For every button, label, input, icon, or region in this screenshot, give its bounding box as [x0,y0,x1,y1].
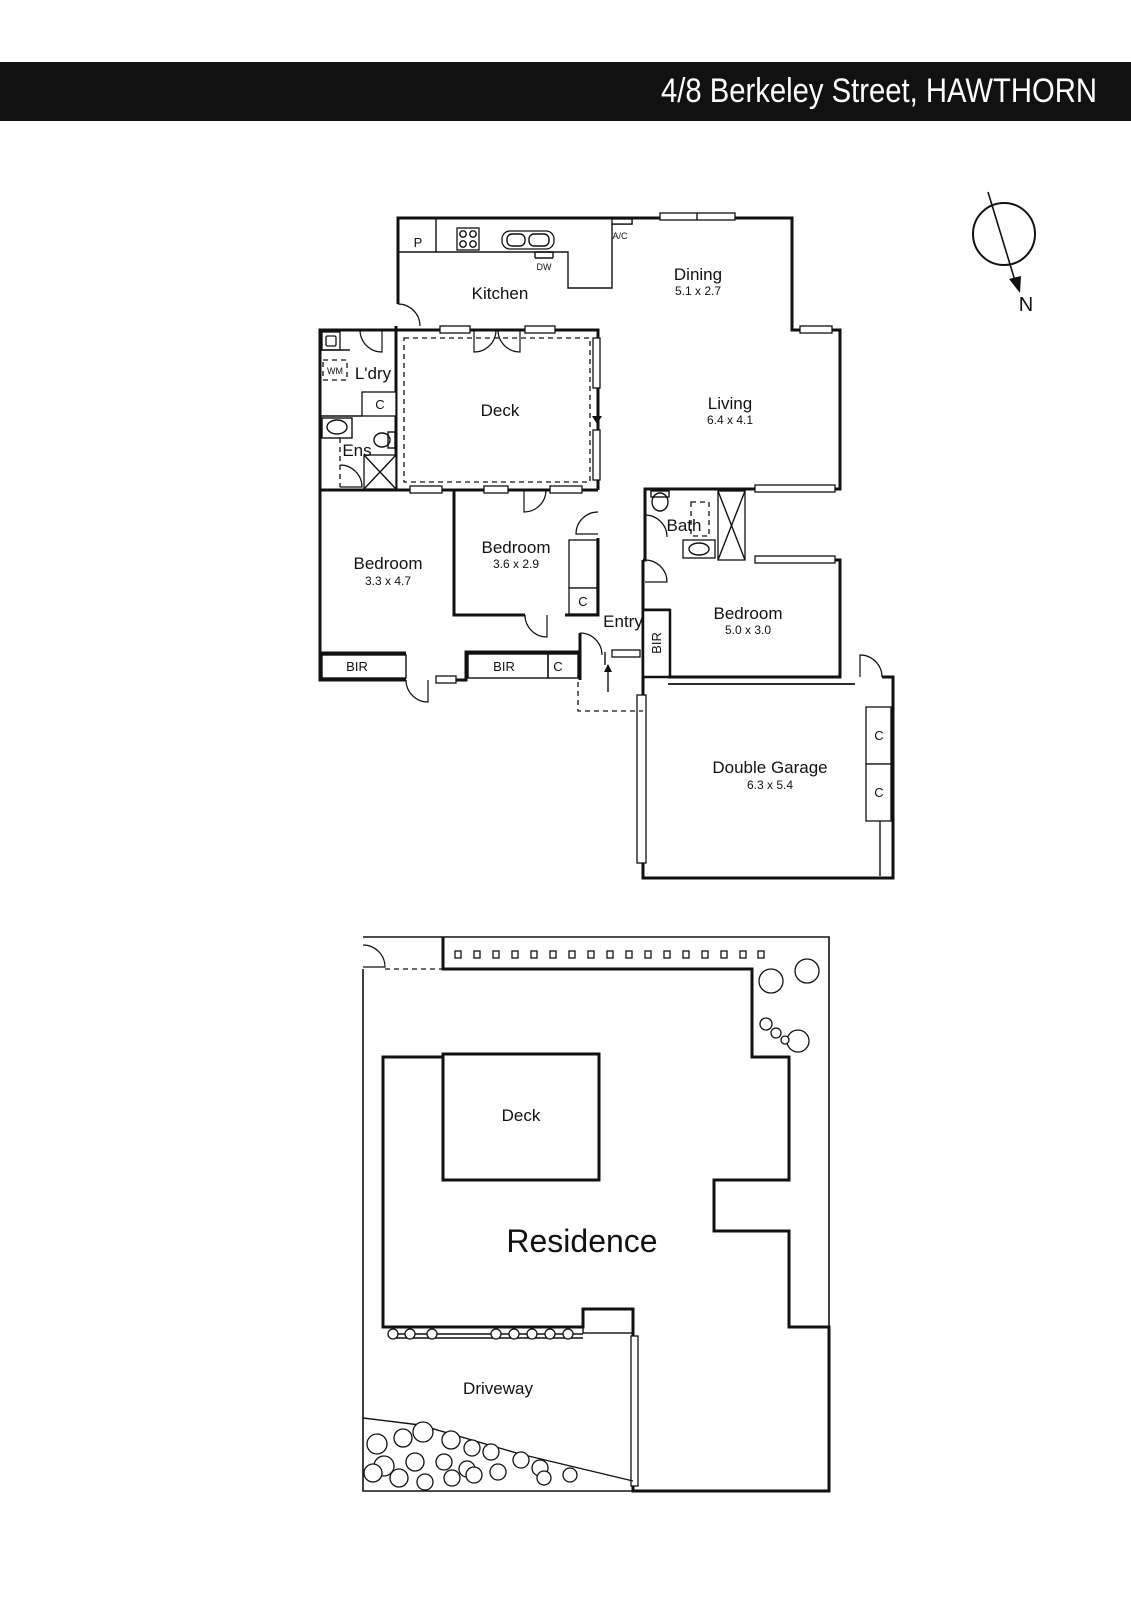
garden-shrubs [363,1421,578,1491]
room-dining-name: Dining [674,265,722,284]
doors [339,303,883,703]
floor-plan-walls [318,216,895,880]
room-bedroom-3-name: Bedroom [714,604,783,623]
site-driveway-label: Driveway [463,1379,533,1398]
site-residence-label: Residence [506,1223,657,1259]
bir-label: BIR [346,659,368,674]
room-living-dims: 6.4 x 4.1 [707,413,753,427]
site-deck-outline [441,1052,601,1182]
trees [758,958,820,1053]
room-labels: Kitchen Dining 5.1 x 2.7 Living 6.4 x 4.… [342,265,827,792]
cooktop-icon [456,227,480,251]
room-garage-name: Double Garage [712,758,827,777]
room-bedroom-2-name: Bedroom [482,538,551,557]
bir-label: BIR [493,659,515,674]
garage-door [636,694,647,864]
dishwasher-label: DW [537,262,552,272]
site-deck-label: Deck [502,1106,541,1125]
cupboard-label: C [578,594,587,609]
hedge-shrubs [387,1328,574,1340]
pantry-label: P [414,235,423,250]
sink-icon [501,230,555,250]
fixture-labels: P DW A/C WM C C C C C BIR BIR BIR [327,231,884,800]
aircon-label: A/C [612,231,628,241]
north-compass: N [972,191,1036,316]
room-living-name: Living [708,394,752,413]
room-kitchen-name: Kitchen [472,284,529,303]
fence-posts [454,950,765,959]
room-deck-name: Deck [481,401,520,420]
windows [409,212,836,684]
room-garage-dims: 6.3 x 5.4 [747,778,793,792]
room-bedroom-3-dims: 5.0 x 3.0 [725,623,771,637]
room-entry-name: Entry [603,612,643,631]
room-bedroom-1-dims: 3.3 x 4.7 [365,574,411,588]
room-dining-dims: 5.1 x 2.7 [675,284,721,298]
page-title: 4/8 Berkeley Street, HAWTHORN [660,72,1097,110]
cupboard-label: C [874,728,883,743]
cupboard-label: C [375,397,384,412]
cupboard-label: C [553,659,562,674]
header-bar: 4/8 Berkeley Street, HAWTHORN [0,62,1131,121]
compass-label: N [1019,294,1033,316]
compass-arrow-icon [1009,276,1021,293]
room-ensuite-name: Ens [342,441,371,460]
room-laundry-name: L'dry [355,364,392,383]
fixtures [320,218,892,876]
room-bedroom-1-name: Bedroom [354,554,423,573]
cupboard-label: C [874,785,883,800]
washing-machine-label: WM [327,366,343,376]
bir-label: BIR [649,632,664,654]
room-bedroom-2-dims: 3.6 x 2.9 [493,557,539,571]
site-plan: Deck Residence Driveway [362,936,831,1493]
room-bath-name: Bath [667,516,702,535]
